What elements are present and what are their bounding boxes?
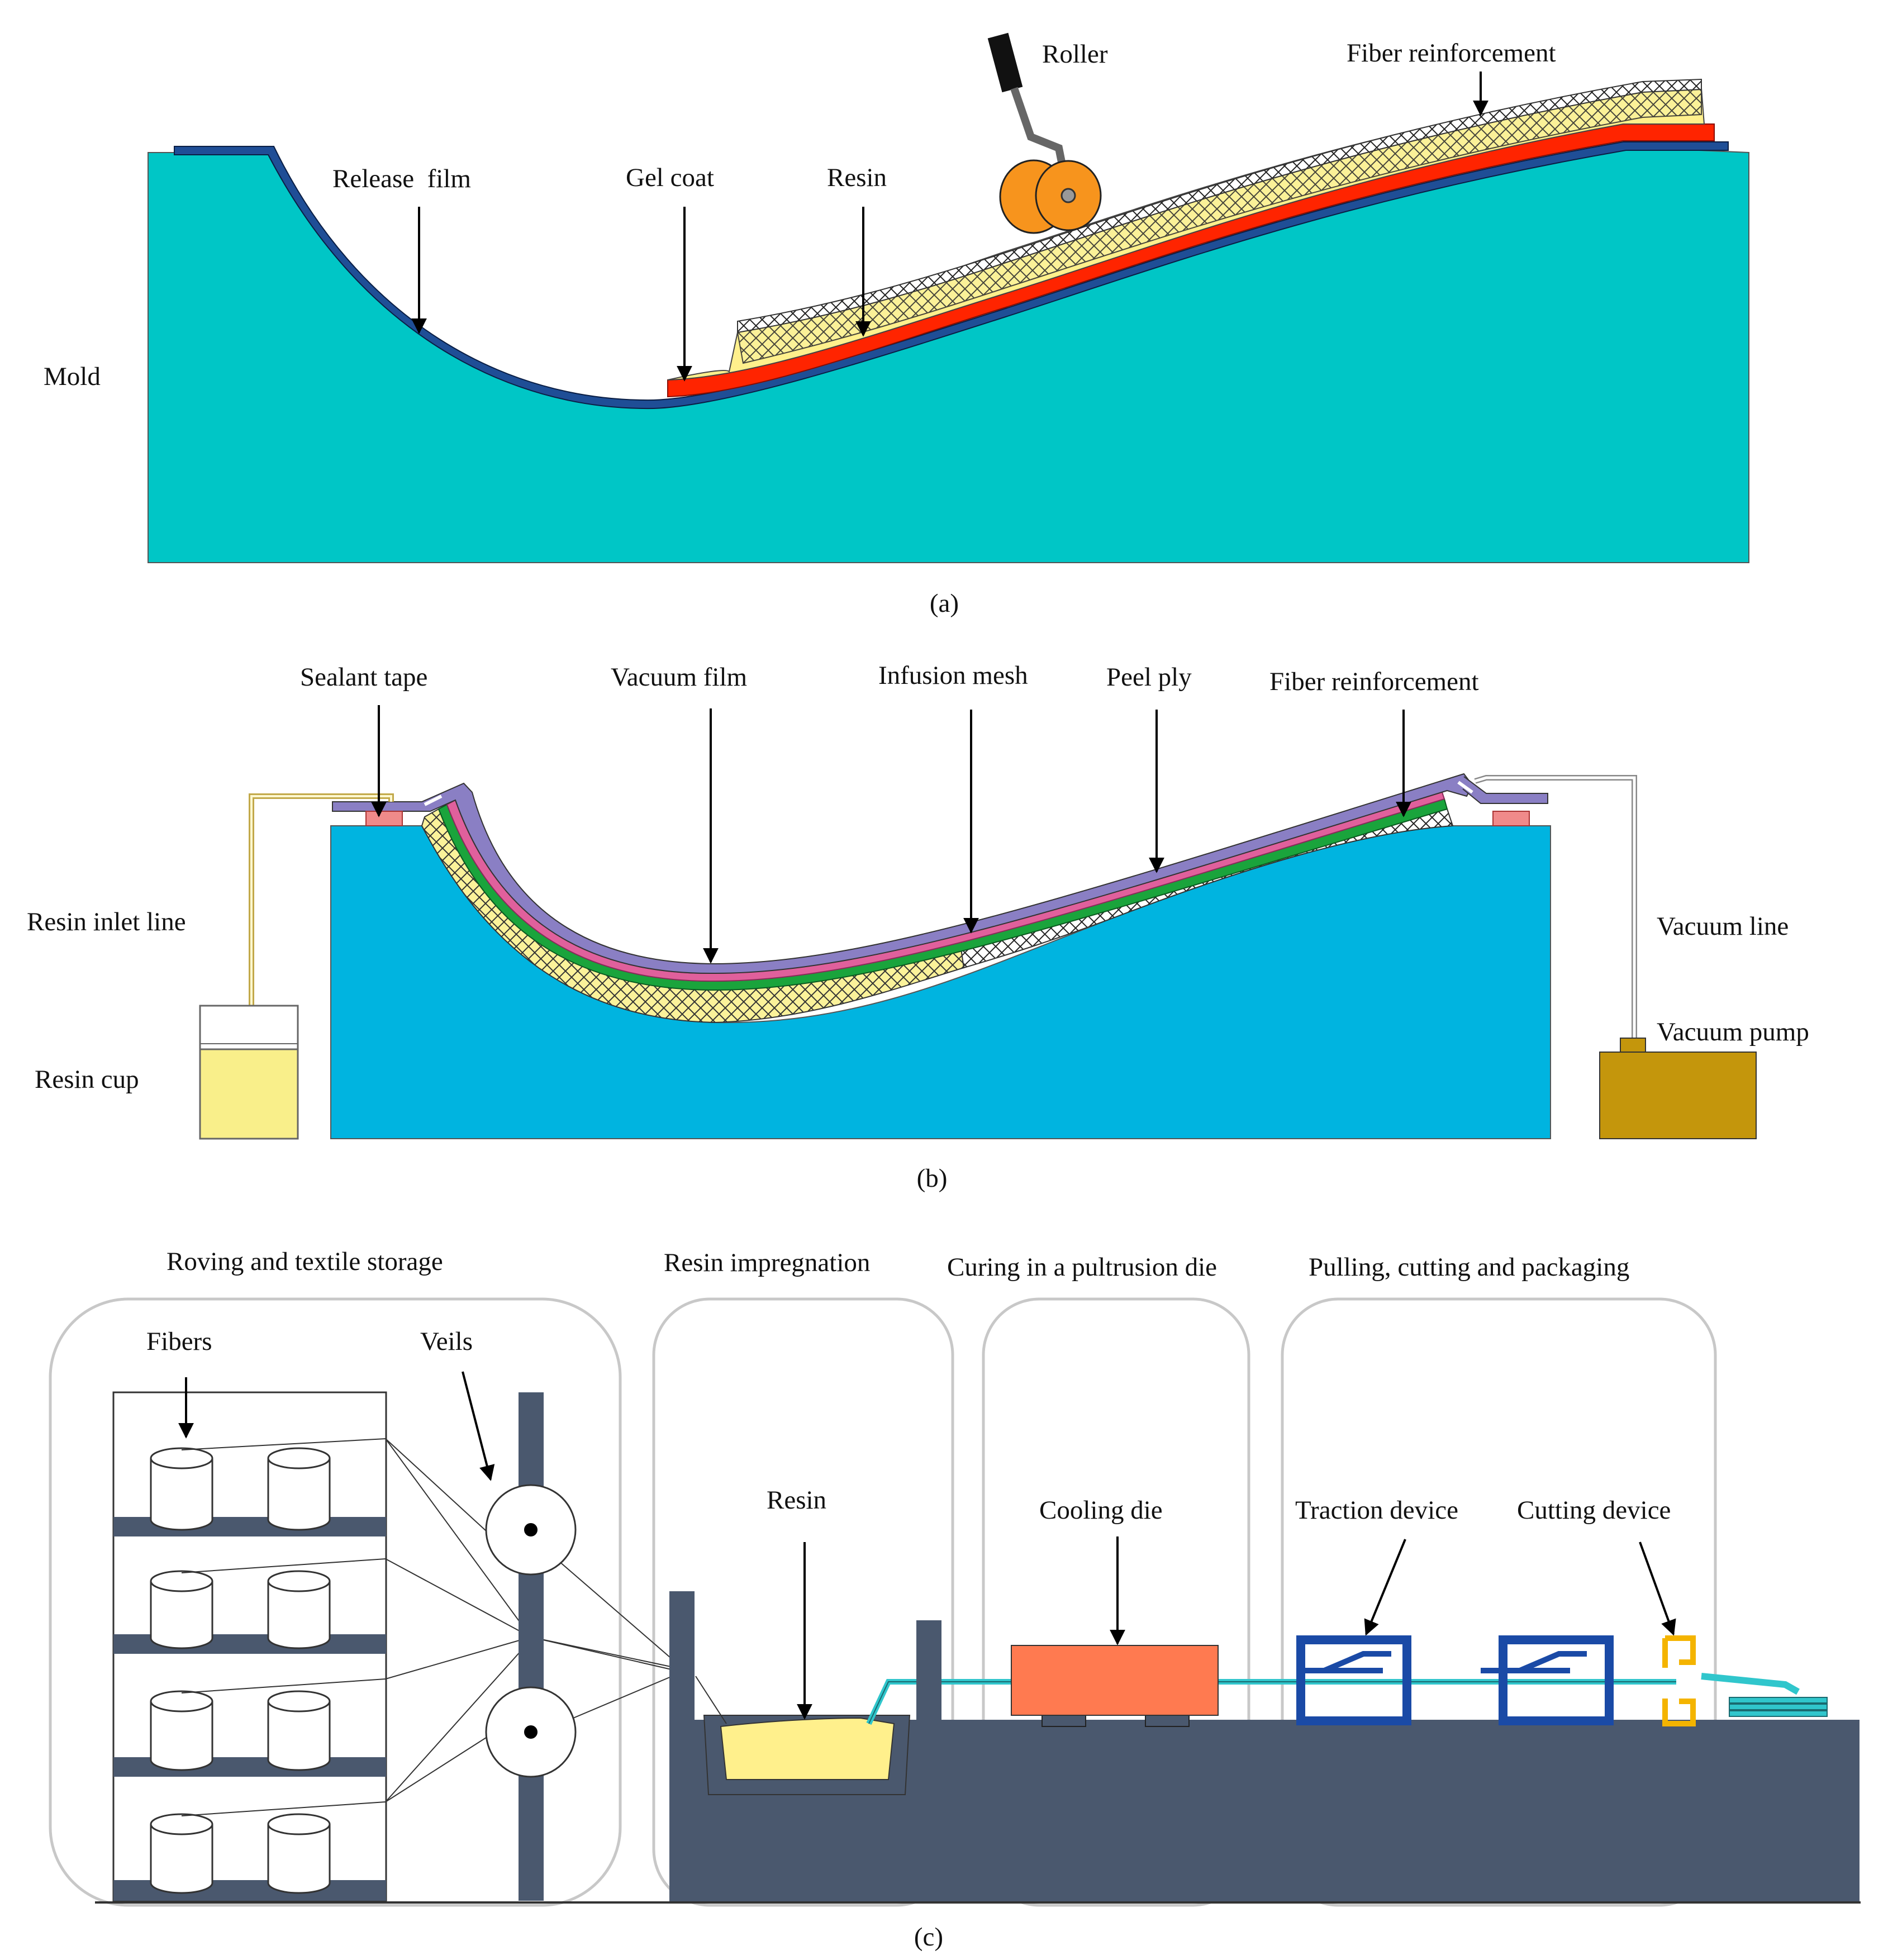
sealant-tape-left — [365, 811, 403, 826]
fiber-reinforcement-label-b: Fiber reinforcement — [1269, 667, 1479, 696]
vacuum-line-label: Vacuum line — [1657, 912, 1789, 941]
cutting-device — [1662, 1635, 1696, 1726]
stage-box-pulling — [1281, 1297, 1717, 1907]
spool-row-4 — [150, 1813, 331, 1894]
traction-device-label: Traction device — [1295, 1496, 1458, 1525]
sealant-tape-right — [1492, 811, 1530, 826]
gel-coat-label: Gel coat — [626, 163, 714, 192]
packaged-profiles — [1729, 1697, 1828, 1717]
resin-bath — [669, 1591, 941, 1795]
stage-title-storage: Roving and textile storage — [167, 1247, 443, 1276]
fiber-reinforcement-label-a: Fiber reinforcement — [1347, 39, 1556, 68]
mold-label: Mold — [44, 362, 101, 391]
stage-title-curing: Curing in a pultrusion die — [947, 1253, 1217, 1282]
panel-a: Mold Release film Gel coat Resin Roller … — [44, 32, 1749, 618]
stage-box-storage — [49, 1297, 622, 1907]
vacuum-pump — [1599, 1038, 1757, 1139]
roller-label: Roller — [1042, 40, 1108, 69]
spool-row-2 — [150, 1570, 331, 1649]
cooling-die-label: Cooling die — [1039, 1496, 1163, 1525]
infusion-mesh-label: Infusion mesh — [878, 661, 1028, 690]
release-film-label: Release film — [332, 164, 471, 193]
vacuum-pump-label: Vacuum pump — [1657, 1017, 1809, 1046]
spool-row-1 — [150, 1447, 331, 1531]
stage-title-impregnation: Resin impregnation — [664, 1248, 870, 1277]
peel-ply-label: Peel ply — [1106, 663, 1192, 692]
caption-a: (a) — [930, 589, 959, 618]
sealant-tape-label: Sealant tape — [300, 663, 427, 692]
vacuum-film-label: Vacuum film — [611, 663, 747, 692]
caption-b: (b) — [917, 1164, 948, 1193]
release-film — [174, 141, 1729, 410]
resin-inlet-line-label: Resin inlet line — [27, 907, 186, 936]
veils-stand — [485, 1392, 577, 1901]
stage-title-pulling: Pulling, cutting and packaging — [1309, 1253, 1629, 1282]
roller-icon — [987, 32, 1102, 234]
caption-c: (c) — [914, 1923, 943, 1952]
panel-c: Roving and textile storage Resin impregn… — [49, 1247, 1861, 1952]
fiber-top-strip-a — [737, 78, 1702, 334]
resin-label-a: Resin — [827, 163, 887, 192]
traction-device-2 — [1481, 1635, 1614, 1725]
fiber-spools — [150, 1447, 331, 1894]
cooling-die — [1011, 1645, 1219, 1727]
mold-a — [148, 146, 1749, 563]
stage-box-curing — [982, 1297, 1250, 1907]
resin-cup-label: Resin cup — [35, 1065, 139, 1094]
resin-label-c: Resin — [767, 1486, 826, 1515]
cutting-device-label: Cutting device — [1517, 1496, 1671, 1525]
veils-label: Veils — [420, 1327, 473, 1356]
traction-device-1 — [1296, 1635, 1411, 1725]
fibers-label: Fibers — [146, 1327, 212, 1356]
panel-b: Sealant tape Vacuum film Infusion mesh P… — [27, 661, 1809, 1193]
stage-box-impregnation — [652, 1297, 954, 1907]
mold-b — [330, 825, 1551, 1139]
spool-row-3 — [150, 1690, 331, 1771]
resin-cup — [199, 1005, 299, 1140]
